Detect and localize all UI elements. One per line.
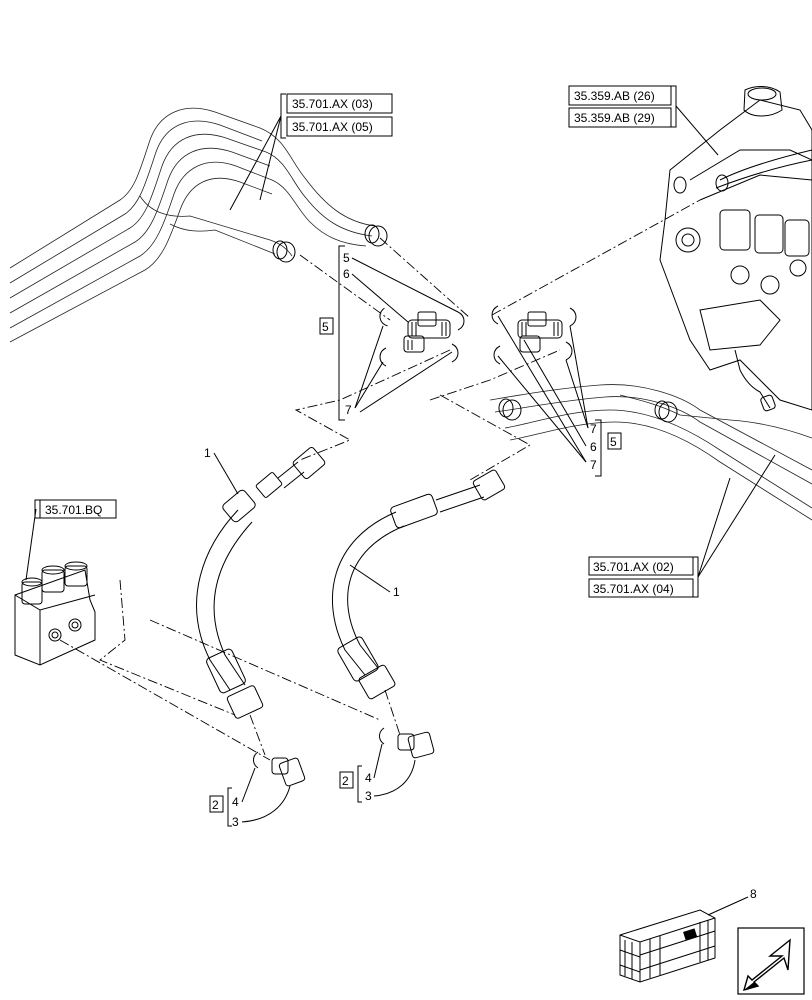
arrow-back-icon[interactable] [737, 927, 805, 995]
callout-left-5: 5 [343, 251, 350, 265]
ref-35-701-ax-04[interactable]: 35.701.AX (04) [593, 582, 674, 596]
elbow-fitting-left: 2 4 3 [209, 751, 306, 829]
hose-left: 1 [196, 446, 326, 719]
ref-box-top-left: 35.701.AX (03) 35.701.AX (05) [229, 93, 393, 211]
ref-35-359-ab-26[interactable]: 35.359.AB (26) [574, 89, 655, 103]
o-rings-right [491, 305, 577, 365]
callout-left-6: 6 [343, 267, 350, 281]
callout-fit-left-3: 3 [232, 815, 239, 829]
ref-35-359-ab-29[interactable]: 35.359.AB (29) [574, 111, 655, 125]
ref-35-701-ax-02[interactable]: 35.701.AX (02) [593, 560, 674, 574]
tee-fitting-right [517, 311, 563, 353]
callout-fit-right-3: 3 [365, 789, 372, 803]
callout-kit: 8 [750, 887, 757, 901]
callout-right-group: 5 [610, 435, 617, 449]
callout-right-7b: 7 [590, 458, 597, 472]
callout-fit-left-group: 2 [212, 798, 219, 812]
crate-icon: 8 [619, 887, 757, 983]
ref-35-701-bq[interactable]: 35.701.BQ [45, 503, 102, 517]
callout-right-6: 6 [590, 440, 597, 454]
control-valve-block [659, 86, 812, 412]
ref-35-701-ax-05[interactable]: 35.701.AX (05) [292, 120, 373, 134]
ref-35-701-ax-03[interactable]: 35.701.AX (03) [292, 97, 373, 111]
o-rings-left [379, 307, 465, 367]
callout-hose-left: 1 [204, 446, 211, 460]
center-lines [59, 199, 701, 761]
hose-right: 1 [332, 469, 506, 700]
solenoid-valve [14, 561, 96, 666]
callout-fit-left-4: 4 [232, 795, 239, 809]
ref-box-left-valve: 35.701.BQ [25, 499, 117, 581]
callout-right-7a: 7 [590, 422, 597, 436]
callout-fit-right-4: 4 [365, 771, 372, 785]
ghost-pipes-top [9, 107, 388, 343]
tee-fitting-left [403, 311, 451, 353]
callout-left-group: 5 [322, 320, 329, 334]
ghost-pipes-right [489, 384, 812, 521]
callout-bracket-right: 5 7 6 7 [497, 315, 622, 477]
ref-box-mid-right: 35.701.AX (02) 35.701.AX (04) [588, 454, 776, 598]
ref-box-top-right: 35.359.AB (26) 35.359.AB (29) [568, 85, 719, 156]
callout-fit-right-group: 2 [342, 774, 349, 788]
callout-left-7: 7 [345, 403, 352, 417]
elbow-fitting-right: 2 4 3 [339, 727, 435, 803]
callout-hose-right: 1 [393, 585, 400, 599]
callout-bracket-left: 5 5 6 7 [319, 245, 459, 421]
